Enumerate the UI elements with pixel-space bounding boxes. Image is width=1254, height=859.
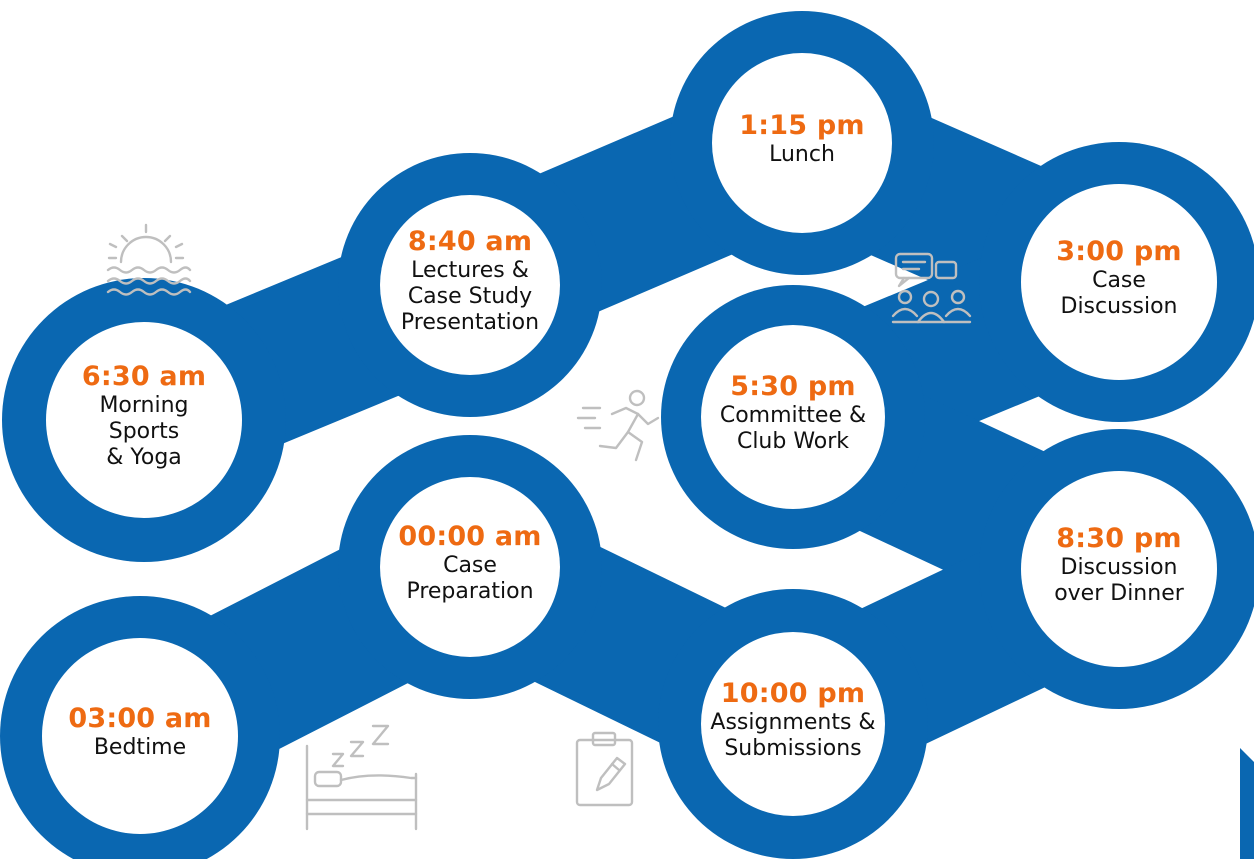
node-label-line: Case [443, 553, 497, 578]
node-disk-n8 [380, 477, 560, 657]
corner-accent-shape [1240, 748, 1254, 859]
sunrise-icon [106, 223, 192, 296]
node-time: 10:00 pm [720, 678, 866, 709]
node-label-line: Bedtime [93, 735, 187, 760]
node-disk-n4 [1021, 184, 1217, 380]
node-disk-n2 [380, 195, 560, 375]
node-time: 3:00 pm [1056, 236, 1182, 267]
discussion-group-icon [891, 252, 972, 324]
node-disk-n7 [701, 632, 885, 816]
ring-layer [0, 11, 1254, 859]
node-disk-n9 [42, 638, 238, 834]
node-disk-n5 [701, 325, 885, 509]
node-time: 8:40 am [407, 226, 533, 257]
node-disk-n3 [712, 53, 892, 233]
node-label-line: over Dinner [1054, 581, 1184, 606]
node-time: 1:15 pm [739, 110, 865, 141]
node-label-line: Committee & [719, 403, 867, 428]
node-label-line: Lunch [769, 142, 835, 167]
node-label-line: Case [1092, 268, 1146, 293]
node-label-line: Case Study [407, 284, 533, 309]
node-label-line: Lectures & [411, 258, 529, 283]
node-disk-n1 [46, 322, 242, 518]
node-time: 5:30 pm [730, 371, 856, 402]
node-time: 8:30 pm [1056, 523, 1182, 554]
node-label-line: Presentation [400, 310, 540, 335]
node-time: 03:00 am [68, 703, 212, 734]
node-label-line: Sports [108, 419, 180, 444]
node-label-line: & Yoga [106, 445, 182, 470]
node-label-line: Submissions [724, 736, 862, 761]
icon-layer [106, 223, 972, 831]
node-label-line: Morning [99, 393, 189, 418]
clipboard-pencil-icon [575, 731, 634, 807]
node-time: 6:30 am [81, 361, 207, 392]
node-disk-n6 [1021, 471, 1217, 667]
node-label-line: Discussion [1060, 555, 1178, 580]
node-time: 00:00 am [398, 521, 542, 552]
node-label-line: Discussion [1060, 294, 1178, 319]
node-label-line: Preparation [406, 579, 534, 604]
node-label-line: Assignments & [710, 710, 876, 735]
sleeping-bed-icon [305, 724, 418, 831]
node-label-line: Club Work [736, 429, 850, 454]
running-person-icon [576, 389, 660, 462]
